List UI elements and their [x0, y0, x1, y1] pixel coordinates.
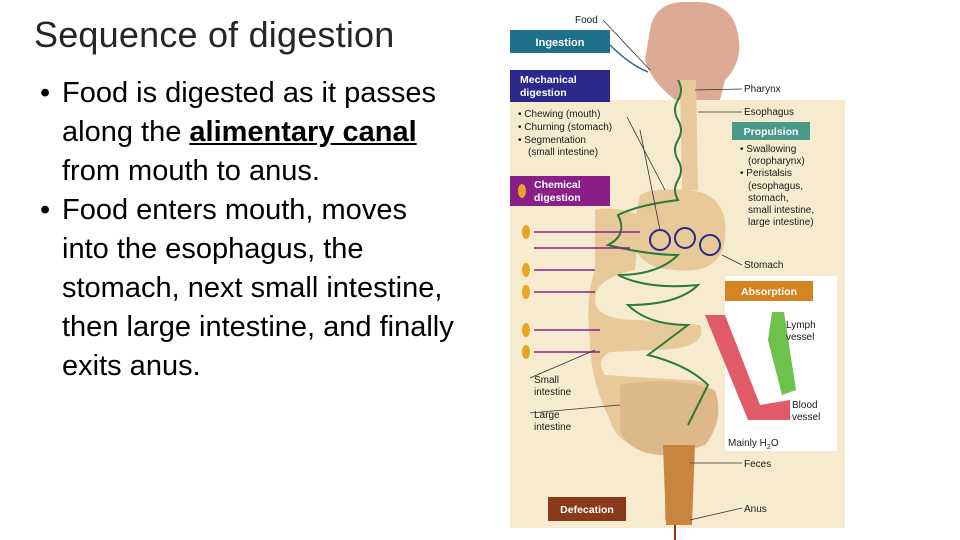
- mainly-h2o-label: Mainly H2O: [728, 438, 779, 451]
- pharynx-label: Pharynx: [744, 84, 781, 95]
- absorption-box: Absorption: [725, 281, 813, 301]
- blood-vessel-label-2: vessel: [792, 412, 820, 423]
- propulsion-item: large intestine): [748, 217, 814, 228]
- leader-lines: [529, 19, 743, 521]
- chemical-label-2: digestion: [534, 192, 581, 204]
- esophagus-shape: [680, 80, 698, 190]
- bullet-item: • Food enters mouth, moves into the esop…: [36, 191, 456, 386]
- large-intestine-label-2: intestine: [534, 422, 572, 433]
- alimentary-canal-term: alimentary canal: [189, 116, 417, 148]
- mechanical-label-2: digestion: [520, 87, 567, 99]
- stomach-label: Stomach: [744, 260, 783, 271]
- propulsion-item: • Swallowing: [740, 144, 796, 155]
- propulsion-list: • Swallowing (oropharynx) • Peristalsis …: [740, 144, 814, 228]
- lymph-vessel-label-2: vessel: [786, 332, 814, 343]
- blood-vessel: [705, 315, 790, 420]
- propulsion-item: small intestine,: [748, 205, 814, 216]
- propulsion-label: Propulsion: [744, 126, 799, 138]
- mechanical-item: • Segmentation: [518, 135, 586, 146]
- small-intestine-label-1: Small: [534, 375, 559, 386]
- ingestion-box: Ingestion: [510, 30, 610, 53]
- defecation-label: Defecation: [560, 504, 614, 516]
- churning-arrow: [699, 234, 721, 256]
- mechanical-label-1: Mechanical: [520, 74, 577, 86]
- bullet-list: • Food is digested as it passes along th…: [36, 74, 456, 386]
- bullet-marker: •: [40, 194, 51, 226]
- mechanical-box: Mechanical digestion: [510, 70, 610, 102]
- large-intestine-label-1: Large: [534, 410, 560, 421]
- chemical-label-1: Chemical: [534, 179, 581, 191]
- lymph-vessel: [768, 312, 796, 395]
- ingestion-label: Ingestion: [536, 37, 585, 49]
- propulsion-item: stomach,: [748, 193, 789, 204]
- digestion-figure: Ingestion Mechanical digestion • Chewing…: [510, 1, 845, 540]
- mechanical-item: • Churning (stomach): [518, 122, 612, 133]
- bullet-marker: •: [40, 77, 51, 109]
- small-intestine-label-2: intestine: [534, 387, 572, 398]
- enzyme-arrows: [534, 231, 640, 353]
- ingestion-arrow: [609, 44, 649, 73]
- esophagus-label: Esophagus: [744, 107, 794, 118]
- bullet-text-end: from mouth to anus.: [62, 155, 320, 187]
- feces-label: Feces: [744, 459, 771, 470]
- absorption-label: Absorption: [741, 286, 797, 298]
- propulsion-item: (esophagus,: [748, 181, 803, 192]
- rectum-shape: [663, 445, 695, 525]
- propulsion-box: Propulsion: [732, 122, 810, 140]
- bullet-text: Food enters mouth, moves into the esopha…: [62, 194, 454, 382]
- head-silhouette: [645, 1, 740, 100]
- mechanical-item: (small intestine): [528, 147, 598, 158]
- mechanical-item: • Chewing (mouth): [518, 109, 600, 120]
- defecation-box: Defecation: [548, 497, 626, 521]
- slide-title: Sequence of digestion: [34, 14, 395, 55]
- chemical-box: Chemical digestion: [510, 176, 610, 206]
- peristalsis-line: [605, 79, 710, 426]
- anus-label: Anus: [744, 504, 767, 515]
- blood-vessel-label-1: Blood: [792, 400, 818, 411]
- bullet-text: Food is digested as it passes along the: [62, 77, 436, 148]
- propulsion-item: (oropharynx): [748, 156, 805, 167]
- mechanical-list: • Chewing (mouth) • Churning (stomach) •…: [518, 109, 612, 158]
- structure-labels: Food Pharynx Esophagus Stomach Lymph ves…: [534, 15, 820, 515]
- lymph-vessel-label-1: Lymph: [786, 320, 816, 331]
- food-label: Food: [575, 15, 598, 26]
- enzyme-drops: [522, 225, 530, 359]
- bullet-item: • Food is digested as it passes along th…: [36, 74, 456, 191]
- propulsion-item: • Peristalsis: [740, 168, 792, 179]
- churning-arrow: [674, 227, 696, 249]
